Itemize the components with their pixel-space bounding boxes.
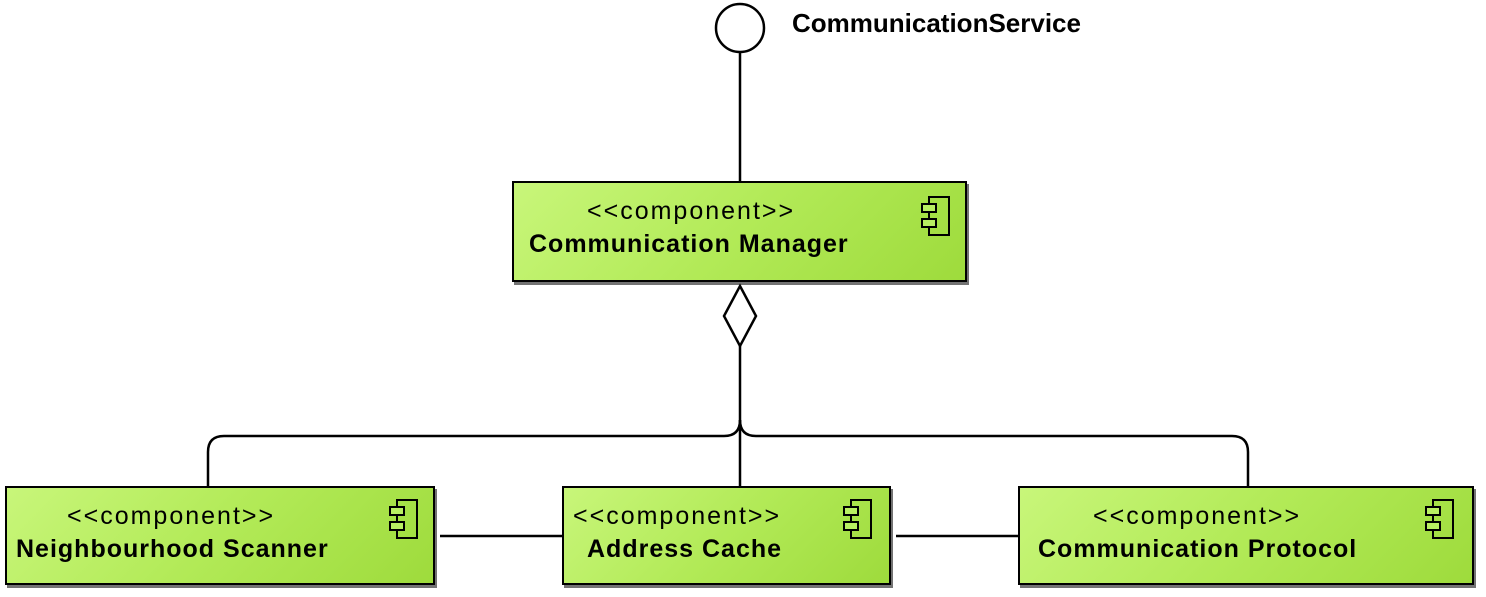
component-name: Neighbourhood Scanner — [16, 535, 329, 563]
component-neighbourhood-scanner[interactable]: <<component>> Neighbourhood Scanner — [5, 486, 435, 585]
component-stereotype: <<component>> — [1093, 502, 1302, 530]
component-icon — [389, 499, 418, 539]
component-address-cache[interactable]: <<component>> Address Cache — [562, 486, 891, 585]
component-communication-manager[interactable]: <<component>> Communication Manager — [512, 181, 967, 282]
interface-label: CommunicationService — [792, 8, 1081, 38]
component-icon — [921, 196, 950, 236]
component-name: Communication Protocol — [1038, 535, 1358, 563]
component-stereotype: <<component>> — [587, 197, 796, 225]
aggregation-diamond — [722, 283, 758, 349]
component-stereotype: <<component>> — [573, 502, 782, 530]
component-name: Address Cache — [587, 535, 783, 563]
component-icon — [843, 499, 872, 539]
component-communication-protocol[interactable]: <<component>> Communication Protocol — [1018, 486, 1474, 585]
aggregation-branch-scanner — [206, 419, 742, 486]
component-icon — [1425, 499, 1454, 539]
component-stereotype: <<component>> — [67, 502, 276, 530]
interface-lollipop-icon — [714, 2, 766, 54]
component-name: Communication Manager — [529, 230, 849, 258]
aggregation-branch-protocol — [738, 419, 1250, 486]
